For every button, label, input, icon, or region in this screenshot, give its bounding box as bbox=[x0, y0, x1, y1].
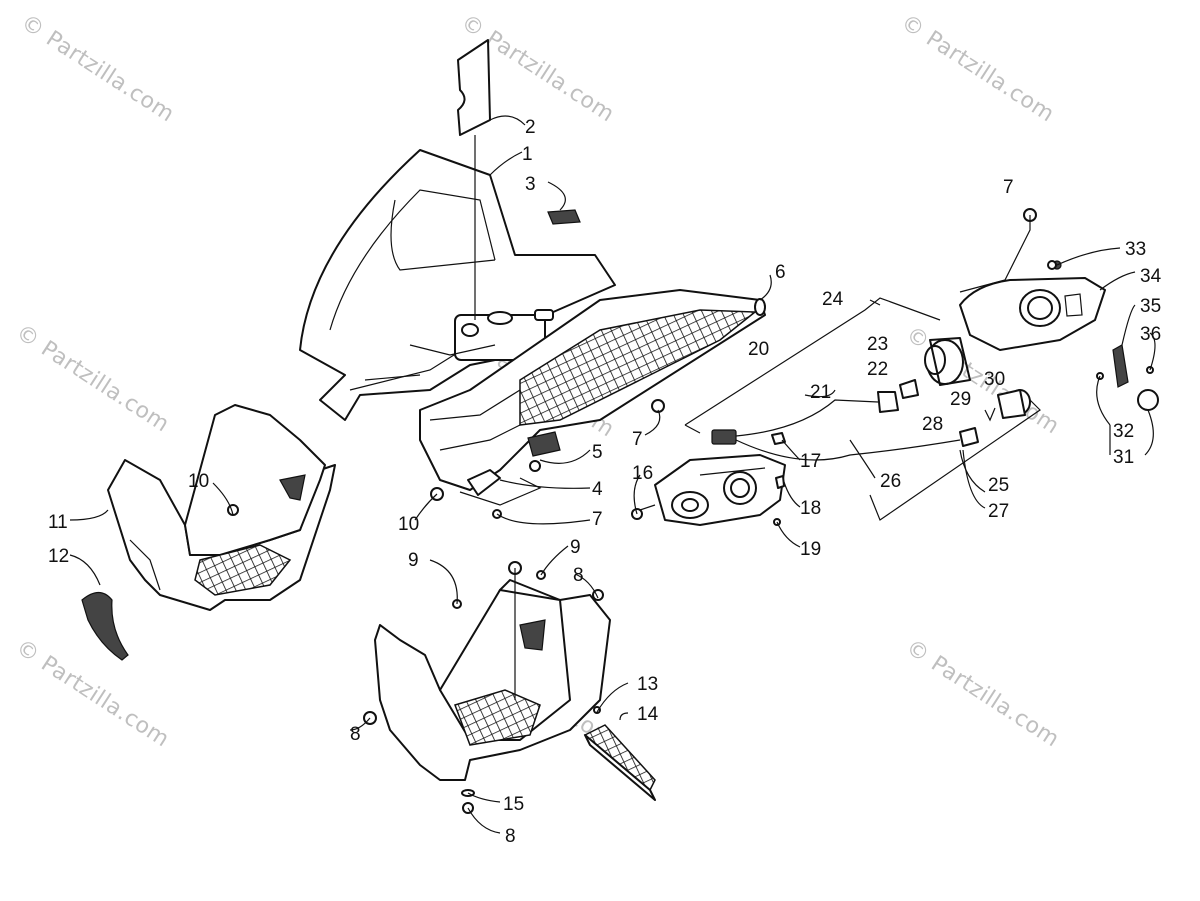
taillight-screws bbox=[771, 432, 786, 526]
callout-30: 30 bbox=[984, 369, 1005, 390]
callout-18: 18 bbox=[800, 498, 821, 519]
callout-28: 28 bbox=[922, 414, 943, 435]
callout-23: 23 bbox=[867, 334, 888, 355]
callout-16: 16 bbox=[632, 463, 653, 484]
callout-labels: 2 1 3 6 20 24 23 22 21 7 33 34 35 36 30 … bbox=[48, 117, 1162, 847]
callout-8-left: 8 bbox=[350, 724, 361, 745]
callout-19: 19 bbox=[800, 539, 821, 560]
callout-34: 36 bbox=[1140, 324, 1161, 345]
callout-9-left: 9 bbox=[408, 550, 419, 571]
callout-7-low: 7 bbox=[592, 509, 603, 530]
callout-8-upper: 8 bbox=[573, 565, 584, 586]
callout-9-right: 9 bbox=[570, 537, 581, 558]
leader-lines bbox=[69, 115, 1156, 834]
callout-33: 35 bbox=[1140, 296, 1161, 317]
callout-31: 33 bbox=[1125, 239, 1146, 260]
callout-29: 29 bbox=[950, 389, 971, 410]
callout-27: 27 bbox=[988, 501, 1009, 522]
callout-24: 24 bbox=[822, 289, 844, 310]
fasteners bbox=[363, 260, 1057, 814]
mounting-bracket bbox=[459, 460, 542, 506]
callout-2: 2 bbox=[525, 117, 536, 138]
callout-10-center: 10 bbox=[398, 514, 419, 535]
callout-1: 1 bbox=[522, 144, 533, 165]
callout-21: 21 bbox=[810, 382, 831, 403]
callout-14: 14 bbox=[637, 704, 659, 725]
callout-8-bottom: 8 bbox=[505, 826, 516, 847]
callout-17: 17 bbox=[800, 451, 821, 472]
callout-7-top: 7 bbox=[1003, 177, 1014, 198]
callout-35: 31 bbox=[1113, 447, 1134, 468]
callout-3: 3 bbox=[525, 174, 536, 195]
bulb-assembly bbox=[959, 389, 1031, 447]
callout-32: 34 bbox=[1140, 266, 1162, 287]
callout-4: 4 bbox=[592, 479, 603, 500]
taillight-housing bbox=[654, 454, 786, 526]
callout-13: 13 bbox=[637, 674, 658, 695]
callout-22: 22 bbox=[867, 359, 888, 380]
callout-36: 32 bbox=[1113, 421, 1134, 442]
wiring-harness bbox=[711, 391, 961, 461]
reflector-bracket bbox=[1096, 344, 1159, 411]
callout-25: 25 bbox=[988, 475, 1009, 496]
side-panel bbox=[419, 289, 766, 491]
callout-26: 26 bbox=[880, 471, 901, 492]
callout-20: 20 bbox=[748, 339, 769, 360]
splash-guard bbox=[81, 591, 129, 661]
rear-fender bbox=[299, 149, 616, 421]
callout-7-mid: 7 bbox=[632, 429, 643, 450]
callout-12: 12 bbox=[48, 546, 69, 567]
center-footwell bbox=[374, 579, 611, 781]
callout-10-left: 10 bbox=[188, 471, 209, 492]
headlight-socket bbox=[899, 337, 971, 399]
side-label bbox=[527, 431, 561, 457]
left-footwell bbox=[107, 404, 336, 611]
callout-5: 5 bbox=[592, 442, 603, 463]
callout-6: 6 bbox=[775, 262, 786, 283]
warning-label bbox=[547, 209, 581, 225]
callout-15: 15 bbox=[503, 794, 524, 815]
foot-peg bbox=[583, 724, 656, 801]
callout-11: 11 bbox=[48, 512, 68, 533]
decal-sheet bbox=[457, 39, 491, 136]
headlight-housing bbox=[959, 208, 1106, 351]
